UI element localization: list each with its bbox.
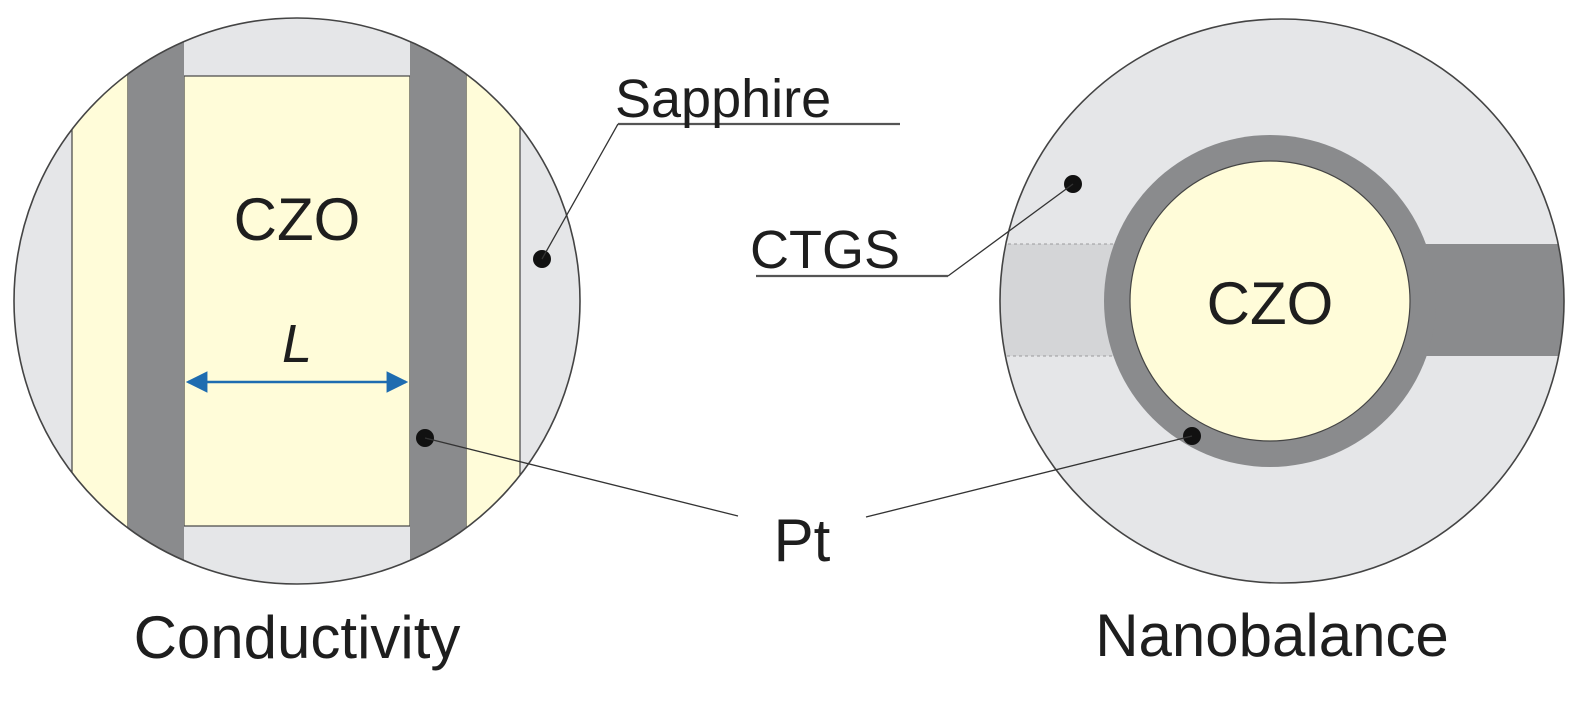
conductivity-panel: L CZO Sapphire Conductivity [13, 17, 900, 671]
pt-label: Pt [774, 507, 831, 574]
ctgs-leader-line [947, 183, 1074, 277]
czo-film-center [183, 75, 411, 527]
sapphire-label: Sapphire [615, 69, 831, 129]
dimension-label-l: L [282, 314, 312, 374]
pt-leader-line-left [424, 437, 739, 517]
conductivity-substrate-outline [13, 17, 581, 585]
pt-electrode-right [410, 18, 466, 584]
czo-label-conductivity: CZO [234, 186, 361, 253]
pt-electrode-left [128, 18, 184, 584]
sapphire-leader-line [541, 123, 619, 260]
conductivity-caption: Conductivity [134, 604, 461, 671]
czo-label-nanobalance: CZO [1207, 270, 1334, 337]
pt-leader-line-right [865, 435, 1193, 518]
pt-callout: Pt [416, 427, 1201, 574]
czo-film-disc [1129, 160, 1411, 442]
czo-film-right-strip [465, 18, 521, 584]
czo-film-left-strip [71, 18, 129, 584]
pt-contact-lead [1420, 244, 1564, 356]
nanobalance-substrate-outline [999, 18, 1565, 584]
nanobalance-caption: Nanobalance [1095, 602, 1449, 669]
ctgs-label: CTGS [750, 220, 900, 280]
nanobalance-panel: CZO CTGS Nanobalance [750, 18, 1565, 669]
